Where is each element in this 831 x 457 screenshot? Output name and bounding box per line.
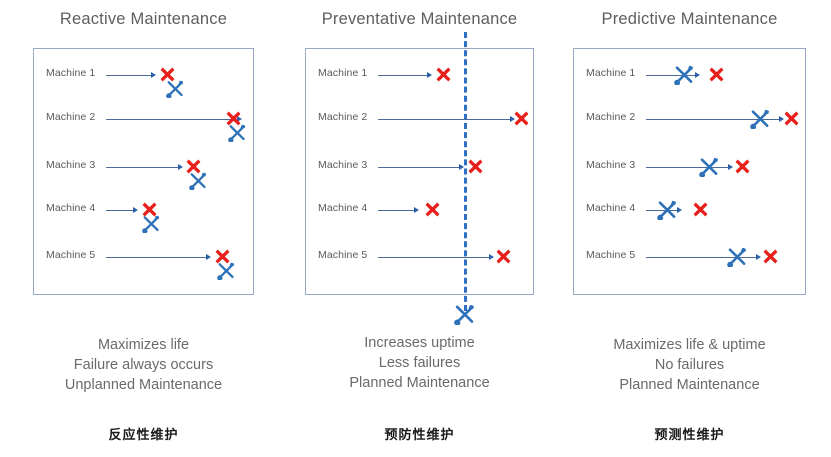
machine-label: Machine 3 — [46, 159, 96, 171]
arrow-right-icon — [206, 253, 212, 260]
red-x-icon — [141, 201, 158, 218]
description-line: Planned Maintenance — [349, 375, 490, 391]
description-line: No failures — [654, 357, 725, 373]
arrow-right-icon — [695, 71, 701, 78]
timeline-box-reactive: Machine 1 Machine 2 Machine 3 Machine 4 Mach… — [33, 48, 254, 295]
timeline-arrow-line — [106, 167, 178, 168]
red-x-icon — [214, 248, 231, 265]
machine-label: Machine 3 — [586, 159, 636, 171]
description-line: Increases uptime — [364, 335, 475, 351]
red-x-icon — [708, 66, 725, 83]
arrow-right-icon — [151, 71, 157, 78]
wrench-screwdriver-icon — [188, 171, 208, 190]
arrow-right-icon — [459, 163, 465, 170]
machine-label: Machine 4 — [46, 202, 96, 214]
red-x-icon — [762, 248, 779, 265]
red-x-icon — [495, 248, 512, 265]
panel-cn-label-predictive: 预测性维护 — [654, 427, 725, 442]
red-x-icon — [159, 66, 176, 83]
machine-label: Machine 5 — [318, 249, 368, 261]
arrow-right-icon — [427, 71, 433, 78]
arrow-right-icon — [489, 253, 495, 260]
red-x-icon — [783, 110, 800, 127]
arrow-right-icon — [509, 115, 515, 122]
arrow-right-icon — [133, 206, 139, 213]
timeline-arrow-line — [646, 119, 780, 120]
machine-label: Machine 3 — [318, 159, 368, 171]
panel-cn-label-reactive: 反应性维护 — [108, 427, 179, 442]
description-line: Failure always occurs — [73, 357, 214, 373]
timeline-arrow-line — [106, 119, 238, 120]
wrench-screwdriver-icon — [228, 123, 247, 142]
timeline-arrow-line — [378, 257, 490, 258]
wrench-screwdriver-icon — [166, 79, 185, 98]
wrench-screwdriver-icon — [699, 156, 720, 177]
panel-title-predictive: Predictive Maintenance — [601, 10, 778, 28]
timeline-arrow-line — [646, 75, 696, 76]
arrow-right-icon — [727, 163, 733, 170]
machine-label: Machine 1 — [318, 67, 368, 79]
red-x-icon — [692, 201, 709, 218]
red-x-icon — [424, 201, 441, 218]
arrow-right-icon — [779, 115, 785, 122]
wrench-screwdriver-icon — [217, 261, 236, 280]
red-x-icon — [734, 158, 751, 175]
timeline-arrow-line — [106, 75, 152, 76]
timeline-box-predictive: Machine 1 Machine 2 Machine 3 Machine 4 Mach… — [573, 48, 806, 295]
red-x-icon — [513, 110, 530, 127]
red-x-icon — [467, 158, 484, 175]
timeline-arrow-line — [106, 257, 207, 258]
wrench-screwdriver-icon — [673, 64, 695, 85]
description-line: Planned Maintenance — [619, 377, 760, 393]
timeline-arrow-line — [106, 210, 134, 211]
arrow-right-icon — [237, 115, 243, 122]
wrench-screwdriver-icon — [750, 108, 771, 129]
panel-cn-label-preventative: 预防性维护 — [384, 427, 455, 442]
machine-label: Machine 4 — [318, 202, 368, 214]
wrench-screwdriver-icon — [657, 199, 678, 220]
description-line: Unplanned Maintenance — [64, 377, 223, 393]
timeline-arrow-line — [378, 210, 414, 211]
timeline-arrow-line — [646, 257, 756, 258]
machine-label: Machine 1 — [586, 67, 636, 79]
description-line: Maximizes life — [97, 337, 190, 353]
timeline-box-preventative: Machine 1 Machine 2 Machine 3 Machine 4 Mach… — [305, 32, 534, 311]
machine-label: Machine 4 — [586, 202, 636, 214]
wrench-screwdriver-icon — [454, 303, 476, 325]
machine-label: Machine 1 — [46, 67, 96, 79]
machine-label: Machine 5 — [46, 249, 96, 261]
description-line: Less failures — [378, 355, 461, 371]
maintenance-schedule-line — [464, 32, 468, 311]
arrow-right-icon — [755, 253, 761, 260]
red-x-icon — [185, 158, 202, 175]
arrow-right-icon — [413, 206, 419, 213]
red-x-icon — [225, 110, 242, 127]
arrow-right-icon — [676, 206, 682, 213]
timeline-arrow-line — [378, 167, 460, 168]
wrench-screwdriver-icon — [727, 246, 748, 267]
timeline-arrow-line — [378, 119, 510, 120]
wrench-screwdriver-icon — [142, 214, 161, 233]
machine-label: Machine 2 — [586, 111, 636, 123]
machine-label: Machine 5 — [586, 249, 636, 261]
timeline-arrow-line — [378, 75, 428, 76]
panel-title-reactive: Reactive Maintenance — [59, 10, 228, 28]
machine-label: Machine 2 — [318, 111, 368, 123]
arrow-right-icon — [177, 163, 183, 170]
timeline-arrow-line — [646, 167, 728, 168]
machine-label: Machine 2 — [46, 111, 96, 123]
timeline-arrow-line — [646, 210, 677, 211]
panel-title-preventative: Preventative Maintenance — [321, 10, 518, 28]
description-line: Maximizes life & uptime — [613, 337, 766, 353]
red-x-icon — [435, 66, 452, 83]
